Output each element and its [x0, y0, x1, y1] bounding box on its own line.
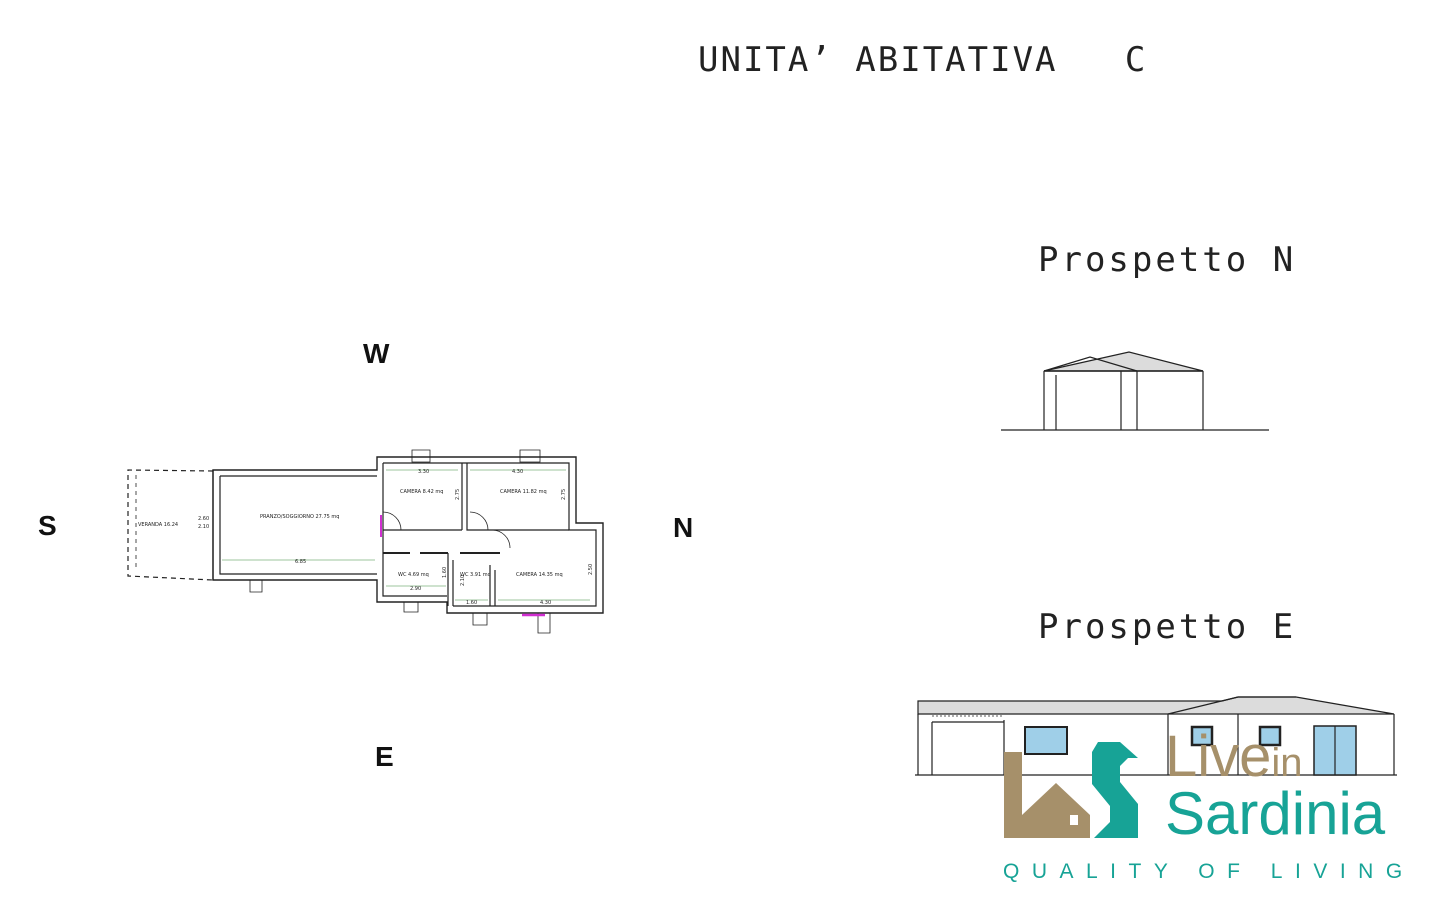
logo-line1-small: in: [1271, 741, 1303, 785]
room-labels: VERANDA 16.24 PRANZO/SOGGIORNO 27.75 mq …: [138, 469, 594, 606]
room-camera-1: CAMERA 8.42 mq: [400, 489, 443, 495]
dim-camera-1: 3.30: [418, 469, 429, 475]
elevation-east-drawing: [915, 696, 1397, 776]
dim-pranzo: 6.85: [295, 559, 306, 565]
dim-camera-3-h: 2.50: [588, 564, 594, 575]
logo-tagline: QUALITY OF LIVING: [1003, 860, 1415, 883]
dim-camera-2: 4.30: [512, 469, 523, 475]
dim-wc-1-h: 1.60: [442, 567, 448, 578]
dim-camera-3: 4.30: [540, 600, 551, 606]
room-veranda: VERANDA 16.24: [138, 522, 178, 528]
elevation-north-label: Prospetto N: [1038, 240, 1297, 280]
logo-live-text: Livein: [1165, 728, 1303, 786]
compass-south: S: [38, 510, 57, 541]
room-camera-2: CAMERA 11.82 mq: [500, 489, 547, 495]
logo-line1: Live: [1165, 724, 1272, 789]
dim-wc-2-h: 2.10: [460, 575, 466, 586]
room-wc-1: WC 4.69 mq: [398, 572, 429, 578]
compass-west: W: [363, 338, 390, 369]
floor-plan: [127, 449, 604, 634]
elevation-north-drawing: [1001, 351, 1269, 431]
dim-veranda-2: 2.10: [198, 524, 209, 530]
dim-camera-1-h: 2.75: [455, 489, 461, 500]
compass-east: E: [375, 741, 394, 772]
page-title: UNITA’ ABITATIVA C: [698, 40, 1148, 80]
logo-mark: [1004, 742, 1138, 838]
room-pranzo: PRANZO/SOGGIORNO 27.75 mq: [260, 514, 339, 520]
logo-sardinia-text: Sardinia: [1165, 780, 1386, 847]
dim-veranda-1: 2.60: [198, 516, 209, 522]
room-camera-3: CAMERA 14.35 mq: [516, 572, 563, 578]
dim-wc-1: 2.90: [410, 586, 421, 592]
dim-wc-2: 1.60: [466, 600, 477, 606]
room-wc-2: WC 3.91 mq: [460, 572, 491, 578]
elevation-east-label: Prospetto E: [1038, 607, 1297, 647]
dim-camera-2-h: 2.75: [561, 489, 567, 500]
compass-north: N: [673, 512, 694, 543]
